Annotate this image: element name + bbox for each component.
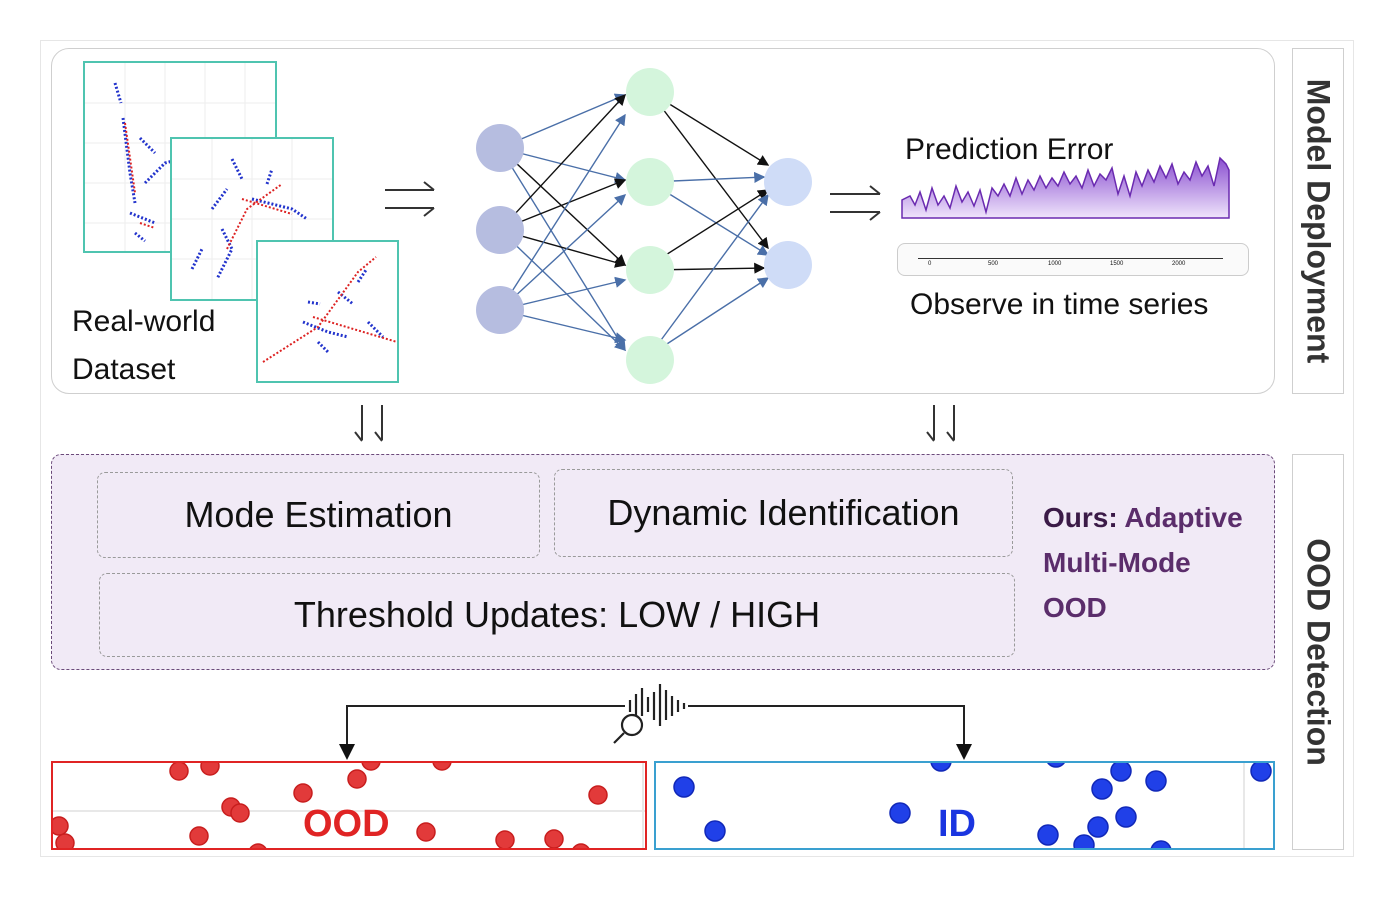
ours-line1: Ours: Adaptive (1043, 502, 1243, 533)
timeline-tick: 1500 (1110, 261, 1124, 267)
timeline-scrubber[interactable]: 0 500 1000 1500 2000 (897, 243, 1249, 276)
id-result-label: ID (938, 803, 976, 845)
dynamic-identification-box: Dynamic Identification (554, 469, 1013, 557)
hidden-layer (626, 68, 674, 384)
mode-estimation-box: Mode Estimation (97, 472, 540, 558)
dynamic-identification-label: Dynamic Identification (607, 492, 960, 533)
timeline-tick: 0 (928, 261, 932, 267)
ours-line2: Multi-Mode (1043, 547, 1191, 578)
dataset-label-line1: Real-world (72, 305, 216, 338)
output-layer (764, 158, 812, 289)
double-arrow-icon (385, 181, 881, 221)
trajectory-plot-3 (262, 256, 397, 363)
timeline-tick: 500 (988, 261, 999, 267)
model-deployment-side-label: Model Deployment (1292, 48, 1344, 394)
dataset-thumbnail-3 (256, 240, 399, 383)
ood-result-box: OOD (51, 761, 647, 850)
prediction-error-title: Prediction Error (905, 133, 1114, 166)
ood-detection-text: OOD Detection (1300, 538, 1337, 766)
ours-label: Ours: Adaptive Multi-Mode OOD (1043, 495, 1273, 630)
timeline-tick: 1000 (1048, 261, 1062, 267)
threshold-updates-label: Threshold Updates: LOW / HIGH (293, 594, 821, 635)
id-result-box: ID (654, 761, 1275, 850)
signal-search-icon (613, 684, 686, 744)
timeline-tick: 2000 (1172, 261, 1186, 267)
timeline-axis-line (918, 258, 1223, 259)
threshold-updates-box: Threshold Updates: LOW / HIGH (99, 573, 1015, 657)
model-deployment-text: Model Deployment (1300, 78, 1337, 364)
observe-label: Observe in time series (910, 288, 1209, 321)
split-connector (339, 705, 972, 760)
ood-detection-side-label: OOD Detection (1292, 454, 1344, 850)
input-layer (476, 124, 524, 334)
ours-line3: OOD (1043, 592, 1107, 623)
dataset-label-line2: Dataset (72, 353, 176, 386)
down-arrows-icon (354, 405, 955, 442)
ood-scatter (53, 763, 645, 848)
dataset-label: Real-world Dataset (72, 298, 215, 394)
mode-estimation-label: Mode Estimation (184, 494, 453, 535)
figure-frame (40, 40, 1354, 857)
id-scatter (673, 763, 1272, 848)
timeline-tick-labels: 0 500 1000 1500 2000 (928, 261, 1208, 271)
ood-result-label: OOD (303, 803, 390, 845)
prediction-error-series (901, 156, 1230, 219)
